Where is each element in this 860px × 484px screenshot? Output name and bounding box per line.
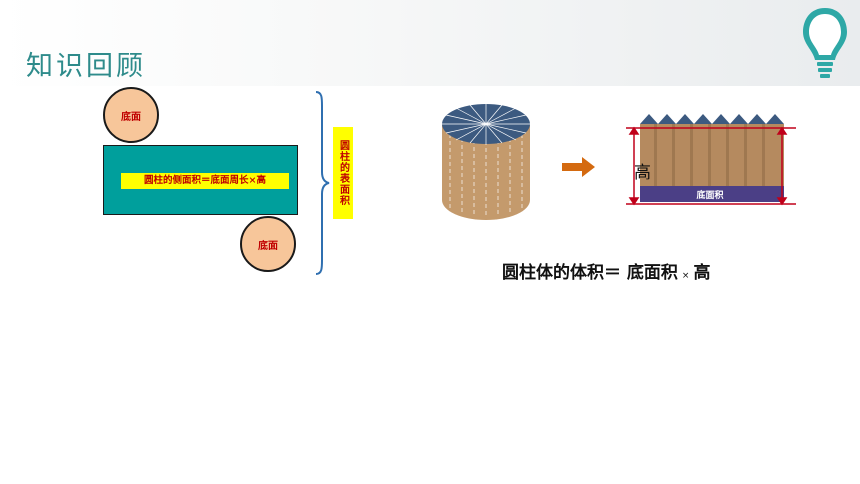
top-base-circle: 底面	[103, 87, 159, 143]
lateral-area-formula: 圆柱的侧面积＝底面周长×高	[121, 173, 289, 189]
bottom-base-label: 底面	[258, 240, 278, 252]
cylinder-net-diagram: 底面 圆柱的侧面积＝底面周长×高 底面	[100, 86, 360, 286]
lateral-rectangle: 圆柱的侧面积＝底面周长×高	[103, 145, 298, 215]
rearranged-prism	[626, 114, 796, 206]
surface-area-label: 圆柱的表面积	[333, 127, 353, 219]
sliced-cylinder	[442, 104, 530, 220]
page-title: 知识回顾	[26, 51, 146, 82]
volume-formula-right: 高	[693, 263, 711, 283]
lightbulb-icon	[803, 8, 847, 78]
base-area-label: 底面积	[696, 191, 724, 201]
volume-formula: 圆柱体的体积＝ 底面积×高	[502, 258, 710, 283]
volume-formula-left: 圆柱体的体积＝ 底面积	[502, 263, 678, 283]
top-base-label: 底面	[121, 111, 141, 123]
times-sign: ×	[681, 271, 690, 281]
right-arrow-icon	[562, 157, 595, 177]
right-brace	[315, 91, 330, 275]
height-label: 高	[634, 163, 651, 183]
bottom-base-circle: 底面	[240, 216, 296, 272]
header-band	[0, 0, 860, 86]
